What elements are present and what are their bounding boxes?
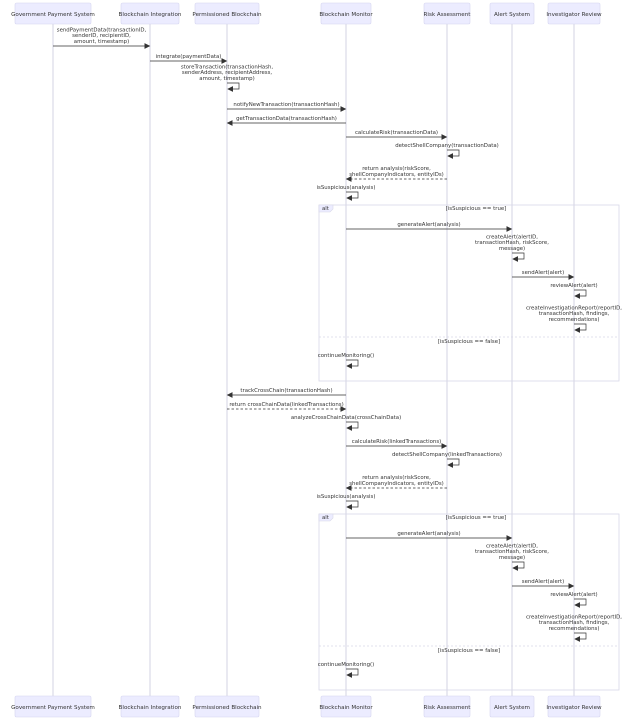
alt-fragment-tag <box>318 513 334 522</box>
message-label: recommendations) <box>549 317 600 323</box>
participant-box-top <box>194 2 260 25</box>
message-label: isSuspicious(analysis) <box>317 494 376 500</box>
message-label: sendAlert(alert) <box>522 579 564 585</box>
participant-label-bottom: Permissioned Blockchain <box>192 705 262 711</box>
participant-box-top <box>489 2 535 25</box>
self-message-arrow <box>346 191 359 201</box>
self-message-arrow <box>447 458 460 468</box>
message-label: transactionHash, findings, <box>539 311 610 317</box>
message-label: senderAddress, recipientAddress, <box>182 70 272 76</box>
alt-condition-true: [isSuspicious == true] <box>446 206 507 212</box>
message-label: getTransactionData(transactionHash) <box>236 116 337 122</box>
participant-box-bottom <box>120 695 180 718</box>
participant-box-top <box>547 2 601 25</box>
self-message-arrow <box>346 421 359 431</box>
message-label: continueMonitoring() <box>318 662 374 668</box>
self-message-arrow <box>574 289 587 299</box>
alt-condition-true: [isSuspicious == true] <box>446 515 507 521</box>
message-label: generateAlert(analysis) <box>397 222 460 228</box>
participant-box-bottom <box>423 695 471 718</box>
participant-box-top <box>423 2 471 25</box>
participant-label-top: Blockchain Monitor <box>319 12 373 18</box>
message-label: transactionHash, findings, <box>539 620 610 626</box>
participant-label-top: Blockchain Integration <box>119 12 182 18</box>
alt-fragment-frame <box>318 513 620 691</box>
participant-label-bottom: Alert System <box>494 705 530 711</box>
participant-label-top: Permissioned Blockchain <box>192 12 262 18</box>
self-message-arrow <box>346 500 359 510</box>
self-message-arrow <box>346 359 359 369</box>
participant-label-top: Government Payment System <box>11 12 95 18</box>
participant-box-bottom <box>547 695 601 718</box>
self-message-arrow <box>574 632 587 642</box>
participant-box-top <box>14 2 92 25</box>
participant-label-top: Alert System <box>494 12 530 18</box>
message-label: amount, timestamp) <box>74 39 129 45</box>
message-label: sendAlert(alert) <box>522 270 564 276</box>
message-label: senderID, recipientID, <box>72 33 131 39</box>
participant-box-bottom <box>320 695 372 718</box>
message-label: createAlert(alertID, <box>486 543 538 549</box>
self-message-arrow <box>512 252 525 262</box>
message-label: return analysis(riskScore, <box>362 475 431 481</box>
message-label: detectShellCompany(transactionData) <box>395 143 499 149</box>
message-label: calculateRisk(transactionData) <box>355 130 438 136</box>
message-label: analyzeCrossChainData(crossChainData) <box>291 415 401 421</box>
self-message-arrow <box>574 598 587 608</box>
participant-box-top <box>320 2 372 25</box>
self-message-arrow <box>346 668 359 678</box>
participant-box-top <box>120 2 180 25</box>
participant-label-top: Investigator Review <box>546 12 602 18</box>
message-label: amount, timestamp) <box>199 76 254 82</box>
participant-label-top: Risk Assessment <box>424 12 472 18</box>
self-message-arrow <box>447 149 460 159</box>
message-label: notifyNewTransaction(transactionHash) <box>233 102 339 108</box>
message-label: continueMonitoring() <box>318 353 374 359</box>
message-label: shellCompanyIndicators, entityIDs) <box>349 481 444 487</box>
message-label: createInvestigationReport(reportID, <box>526 614 622 620</box>
message-label: transactionHash, riskScore, <box>475 240 549 246</box>
message-label: createAlert(alertID, <box>486 234 538 240</box>
message-label: trackCrossChain(transactionHash) <box>240 388 332 394</box>
message-label: createInvestigationReport(reportID, <box>526 305 622 311</box>
message-label: return crossChainData(linkedTransactions… <box>229 402 343 408</box>
self-message-arrow <box>512 561 525 571</box>
message-label: message) <box>499 246 525 252</box>
message-label: isSuspicious(analysis) <box>317 185 376 191</box>
message-label: message) <box>499 555 525 561</box>
message-label: integrate(paymentData) <box>156 54 222 60</box>
participant-label-bottom: Investigator Review <box>546 705 602 711</box>
participant-label-bottom: Government Payment System <box>11 705 95 711</box>
alt-condition-false: [isSuspicious == false] <box>438 339 500 345</box>
message-label: generateAlert(analysis) <box>397 531 460 537</box>
message-label: reviewAlert(alert) <box>550 592 597 598</box>
participant-label-bottom: Blockchain Monitor <box>319 705 373 711</box>
message-label: reviewAlert(alert) <box>550 283 597 289</box>
message-label: calculateRisk(linkedTransactions) <box>352 439 441 445</box>
message-label: detectShellCompany(linkedTransactions) <box>392 452 502 458</box>
participant-box-bottom <box>489 695 535 718</box>
alt-fragment-frame <box>318 204 620 382</box>
participant-label-bottom: Blockchain Integration <box>119 705 182 711</box>
message-label: sendPaymentData(transactionID, <box>57 27 147 33</box>
alt-fragment-keyword: alt <box>322 515 329 521</box>
message-label: shellCompanyIndicators, entityIDs) <box>349 172 444 178</box>
message-label: transactionHash, riskScore, <box>475 549 549 555</box>
participant-label-bottom: Risk Assessment <box>424 705 472 711</box>
alt-fragment-tag <box>318 204 334 213</box>
self-message-arrow <box>227 82 240 92</box>
message-label: recommendations) <box>549 626 600 632</box>
participant-box-bottom <box>14 695 92 718</box>
participant-box-bottom <box>194 695 260 718</box>
message-label: storeTransaction(transactionHash, <box>181 64 274 70</box>
alt-fragment-keyword: alt <box>322 206 329 212</box>
alt-condition-false: [isSuspicious == false] <box>438 648 500 654</box>
message-label: return analysis(riskScore, <box>362 166 431 172</box>
self-message-arrow <box>574 323 587 333</box>
